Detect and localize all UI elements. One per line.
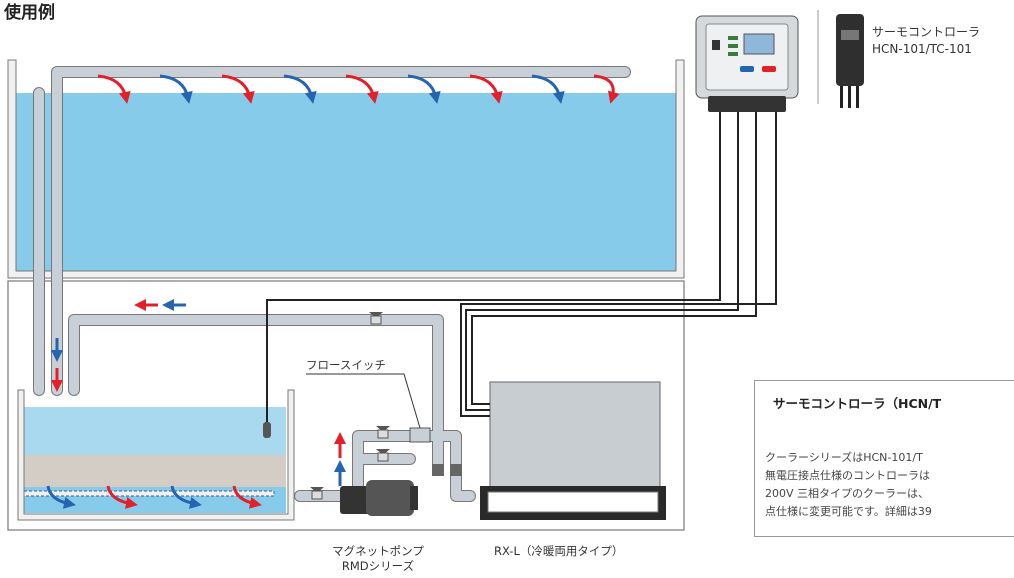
info-line-2: 無電圧接点仕様のコントローラは <box>765 469 930 482</box>
flow-switch-leader <box>306 373 421 429</box>
sensor-cable <box>266 112 721 425</box>
tc101-controller <box>836 14 864 108</box>
info-line-3: 200V 三相タイプのクーラーは、 <box>765 487 930 500</box>
info-title: サーモコントローラ（HCN/T <box>773 396 942 411</box>
pump-label-line2: RMDシリーズ <box>341 559 415 573</box>
return-flow-arrows <box>97 74 620 104</box>
page-title: 使用例 <box>4 3 55 23</box>
temperature-sensor <box>263 422 271 438</box>
info-line-4: 点仕様に変更可能です。詳細は39 <box>765 505 932 518</box>
thermo-controller <box>695 15 799 112</box>
controller-cables <box>460 112 777 417</box>
pump-label: マグネットポンプ RMDシリーズ <box>316 544 440 574</box>
flow-switch-label: フロースイッチ <box>306 358 386 372</box>
upper-tank <box>7 59 685 279</box>
info-box: サーモコントローラ（HCN/T クーラーシリーズはHCN-101/T 無電圧接点… <box>754 380 1014 537</box>
pump-label-line1: マグネットポンプ <box>332 544 424 558</box>
cooler-unit <box>480 381 666 520</box>
cabinet-outline <box>7 280 685 531</box>
sump-flow-arrows <box>46 485 262 509</box>
magnet-pump <box>340 480 418 516</box>
cooler-label: RX-L（冷暖両用タイプ） <box>494 544 624 558</box>
thermo-controller-label: サーモコントローラ HCN-101/TC-101 <box>872 24 980 58</box>
side-flow-arrows <box>51 299 346 486</box>
info-line-1: クーラーシリーズはHCN-101/T <box>765 451 923 464</box>
valves <box>310 312 462 500</box>
thermo-model: HCN-101/TC-101 <box>872 42 972 56</box>
thermo-name: サーモコントローラ <box>872 25 981 39</box>
